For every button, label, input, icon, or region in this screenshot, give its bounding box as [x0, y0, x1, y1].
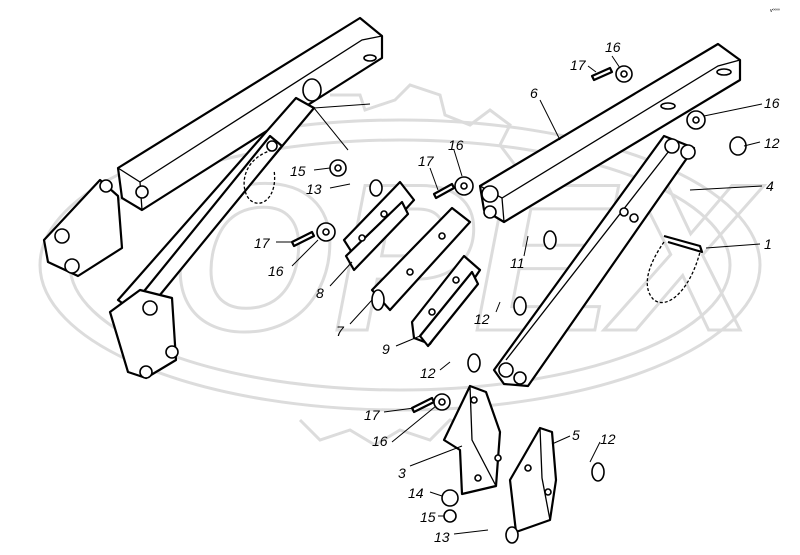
callout-6: 6: [530, 85, 538, 101]
hitch-pin: [663, 234, 704, 254]
callout-3: 3: [398, 465, 406, 481]
callout-15: 15: [420, 509, 436, 525]
callout-14: 14: [408, 485, 424, 501]
left-frame-assembly: [42, 16, 384, 380]
callout-16: 16: [448, 137, 464, 153]
callout-17: 17: [570, 57, 587, 73]
callout-13: 13: [306, 181, 322, 197]
callout-5: 5: [572, 427, 580, 443]
right-link-bar: [492, 134, 696, 388]
callout-12: 12: [474, 311, 490, 327]
callout-7: 7: [336, 323, 345, 339]
callout-11: 11: [510, 255, 525, 271]
callout-15: 15: [290, 163, 306, 179]
corner-mark: vºººº: [770, 8, 780, 14]
callout-13: 13: [434, 529, 450, 545]
callout-17: 17: [418, 153, 435, 169]
leader-lines: [276, 55, 763, 535]
callout-16: 16: [764, 95, 780, 111]
callout-4: 4: [766, 178, 774, 194]
callout-labels: 16 17 6 16 12 15 16 17 4 13 17 1 16 11 8…: [254, 39, 780, 545]
callout-16: 16: [372, 433, 388, 449]
left-hinge-bracket: [42, 178, 124, 278]
callout-12: 12: [600, 431, 616, 447]
callout-1: 1: [764, 236, 772, 252]
callout-12: 12: [764, 135, 780, 151]
right-frame-assembly: [478, 42, 742, 388]
callout-16: 16: [605, 39, 621, 55]
callout-17: 17: [364, 407, 381, 423]
callout-16: 16: [268, 263, 284, 279]
left-square-tube: [116, 16, 384, 212]
left-foot-bracket: [108, 288, 178, 380]
callout-8: 8: [316, 285, 324, 301]
callout-12: 12: [420, 365, 436, 381]
right-chain: [646, 241, 701, 304]
callout-9: 9: [382, 341, 390, 357]
callout-17: 17: [254, 235, 271, 251]
hardware-parts: [290, 65, 747, 544]
